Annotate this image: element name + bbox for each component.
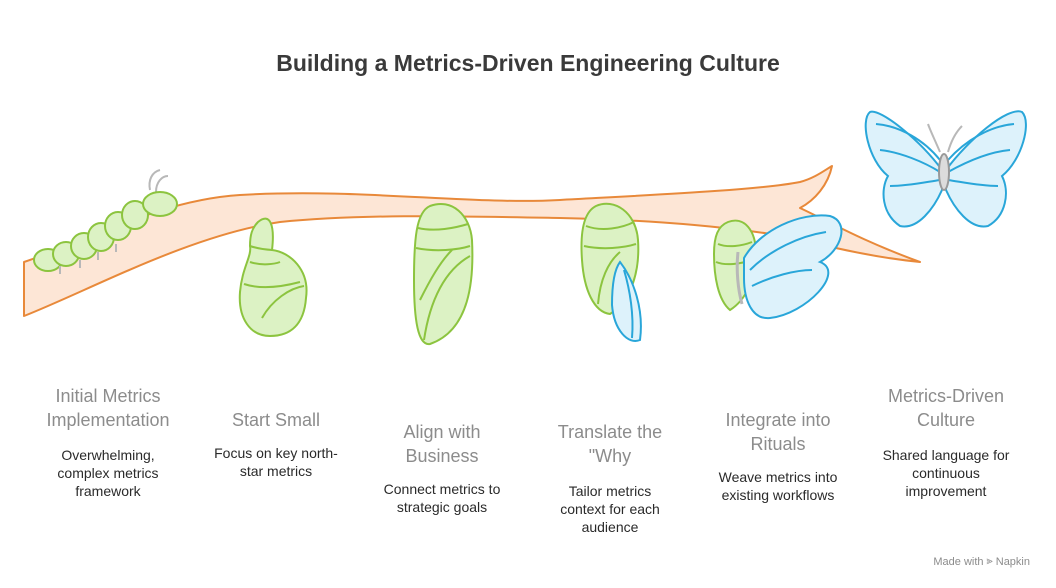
- stage-desc-translate-why: Tailor metrics context for each audience: [560, 483, 660, 535]
- stage-title-translate-why: Translate the "Why: [557, 422, 663, 466]
- stage-title-integrate-rituals: Integrate into Rituals: [725, 410, 831, 454]
- page-title: Building a Metrics-Driven Engineering Cu…: [276, 50, 780, 76]
- napkin-brand-label: Napkin: [995, 555, 1030, 568]
- stage-desc-metrics-driven-culture: Shared language for continuous improveme…: [882, 447, 1010, 499]
- napkin-logo-icon: ⫸: [986, 555, 993, 567]
- emerging-butterfly-icon: [712, 214, 843, 320]
- stage-desc-integrate-rituals: Weave metrics into existing workflows: [718, 469, 838, 503]
- stage-desc-start-small: Focus on key north- star metrics: [214, 445, 338, 479]
- stage-title-initial-metrics: Initial Metrics Implementation: [46, 386, 170, 430]
- caterpillar-icon: [33, 169, 178, 274]
- pupa-icon: [238, 217, 308, 338]
- made-with-label: Made with: [933, 555, 984, 568]
- stage-desc-initial-metrics: Overwhelming, complex metrics framework: [57, 447, 159, 499]
- stage-title-metrics-driven-culture: Metrics-Driven Culture: [887, 386, 1004, 430]
- butterfly-icon: [864, 110, 1027, 228]
- chrysalis-icon: [412, 203, 474, 346]
- stage-title-align-business: Align with Business: [403, 422, 481, 466]
- stage-desc-align-business: Connect metrics to strategic goals: [383, 481, 501, 515]
- chrysalis-wing-icon: [580, 202, 642, 342]
- stage-title-start-small: Start Small: [231, 410, 321, 430]
- made-with-napkin-footer[interactable]: Made with ⫸ Napkin: [933, 555, 1030, 568]
